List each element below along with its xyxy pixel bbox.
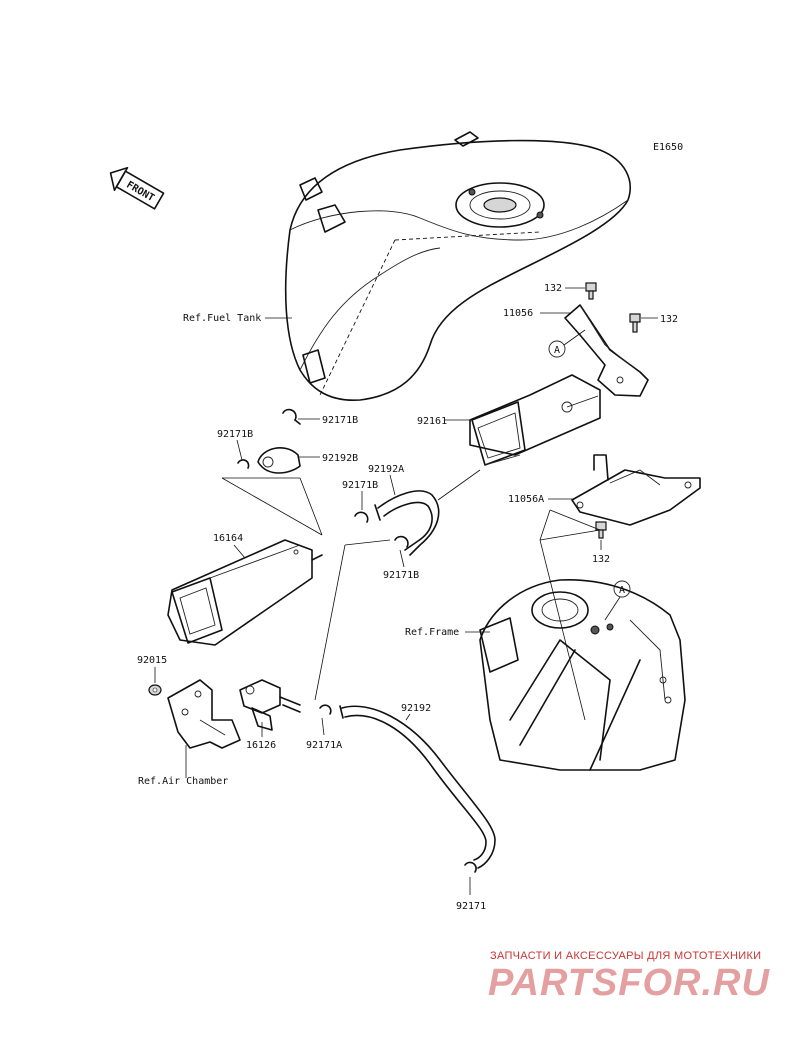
ref-a-marker-top: A [548,340,566,358]
clamp-92171b-top [282,408,301,425]
fuel-tank [284,131,631,401]
canister-16164 [167,539,323,646]
svg-text:A: A [619,585,625,596]
label-92161: 92161 [417,416,447,427]
watermark-logo: PARTSFOR.RU [488,962,770,1004]
label-92192a: 92192A [368,464,404,475]
bolt-132-c [595,521,607,539]
diagram-code: E1650 [653,142,683,153]
canister-cover-92161 [469,374,601,466]
label-92192b: 92192B [322,453,358,464]
label-92192: 92192 [401,703,431,714]
label-132-b: 132 [660,314,678,325]
label-92171a: 92171A [306,740,342,751]
clamp-92171b-mid [354,511,369,523]
clamp-92171a [319,704,332,715]
frame [479,579,686,771]
bracket-11056a [571,454,701,526]
nut-92015 [148,684,162,696]
hose-92192 [339,705,496,869]
ref-frame-label: Ref.Frame [405,627,459,638]
ref-a-marker-frame: A [613,580,631,598]
label-16126: 16126 [246,740,276,751]
bolt-132-a [585,282,597,300]
hose-92192a [374,490,440,556]
label-132-c: 132 [592,554,610,565]
ref-air-chamber-label: Ref.Air Chamber [138,776,228,787]
clamp-92171 [464,861,477,873]
elbow-hose-92192b [257,447,301,474]
label-132-a: 132 [544,283,562,294]
label-16164: 16164 [213,533,243,544]
svg-text:A: A [554,345,560,356]
clamp-92171b-left [237,459,250,469]
label-11056: 11056 [503,308,533,319]
label-92171: 92171 [456,901,486,912]
clamp-92171b-low [394,535,409,548]
front-arrow-icon: FRONT [109,166,165,210]
label-92015: 92015 [137,655,167,666]
bracket-11056 [564,304,649,397]
ref-fuel-tank-label: Ref.Fuel Tank [183,313,261,324]
valve-16126 [239,679,301,731]
label-92171b-low: 92171B [383,570,419,581]
air-chamber-bracket [167,679,241,749]
watermark-tagline: ЗАПЧАСТИ И АКСЕССУАРЫ ДЛЯ МОТОТЕХНИКИ [490,950,762,962]
label-92171b-mid: 92171B [342,480,378,491]
label-92171b-left: 92171B [217,429,253,440]
label-92171b-top: 92171B [322,415,358,426]
bolt-132-b [629,313,641,333]
label-11056a: 11056A [508,494,544,505]
